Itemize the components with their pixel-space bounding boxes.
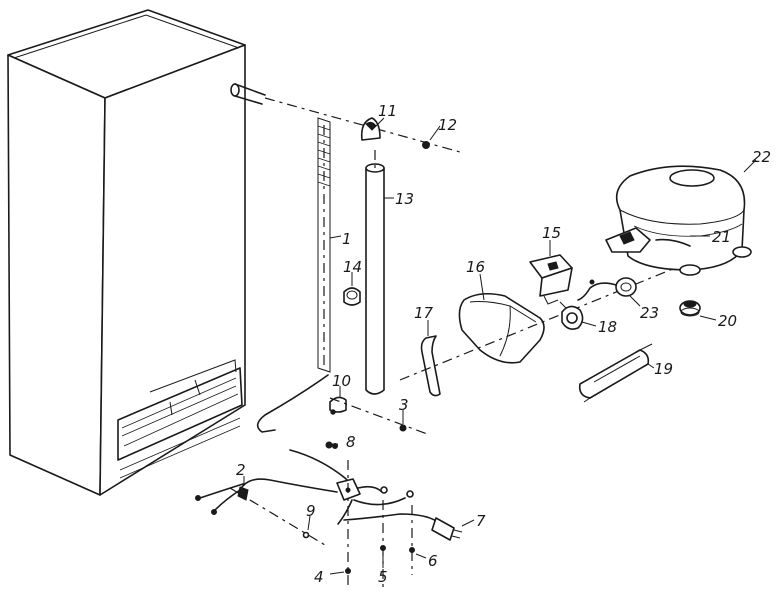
callout-8: 8 <box>346 433 356 451</box>
callout-3: 3 <box>399 396 409 414</box>
protector-23 <box>577 277 637 301</box>
callout-21: 21 <box>712 228 731 246</box>
harness-centerlines <box>229 460 413 590</box>
screw-3 <box>399 424 407 432</box>
clip-10 <box>329 396 347 415</box>
clip-14 <box>343 287 361 306</box>
callout-11: 11 <box>378 102 397 120</box>
callout-5: 5 <box>378 568 388 586</box>
grommet-20 <box>679 300 701 317</box>
lower-centerline <box>329 397 431 436</box>
compressor <box>605 165 752 276</box>
drain-pan <box>458 292 545 364</box>
tube-17 <box>420 335 441 397</box>
drier-19 <box>578 343 653 403</box>
drain-cap <box>360 117 381 141</box>
callout-16: 16 <box>466 258 485 276</box>
callout-19: 19 <box>654 360 673 378</box>
callout-10: 10 <box>332 372 351 390</box>
callout-22: 22 <box>752 148 771 166</box>
condenser-coil <box>256 117 331 433</box>
callout-18: 18 <box>598 318 617 336</box>
callout-2: 2 <box>236 461 246 479</box>
callout-1: 1 <box>342 230 352 248</box>
callout-6: 6 <box>428 552 438 570</box>
cabinet <box>7 9 246 496</box>
pan-centerline <box>399 261 691 381</box>
callout-20: 20 <box>718 312 737 330</box>
callout-14: 14 <box>343 258 362 276</box>
callout-23: 23 <box>640 304 659 322</box>
drain-tube <box>365 150 385 395</box>
callout-17: 17 <box>414 304 434 322</box>
callout-12: 12 <box>438 116 457 134</box>
callout-4: 4 <box>314 568 324 586</box>
leader-lines <box>243 117 757 575</box>
callout-labels: 1 2 3 4 5 6 7 8 9 10 11 12 13 14 15 16 1… <box>236 102 771 586</box>
screw-12 <box>422 141 430 149</box>
callout-7: 7 <box>476 512 486 530</box>
callout-13: 13 <box>395 190 414 208</box>
callout-9: 9 <box>306 502 316 520</box>
relay-15 <box>529 254 573 305</box>
callout-15: 15 <box>542 224 561 242</box>
overload-18 <box>559 301 584 330</box>
